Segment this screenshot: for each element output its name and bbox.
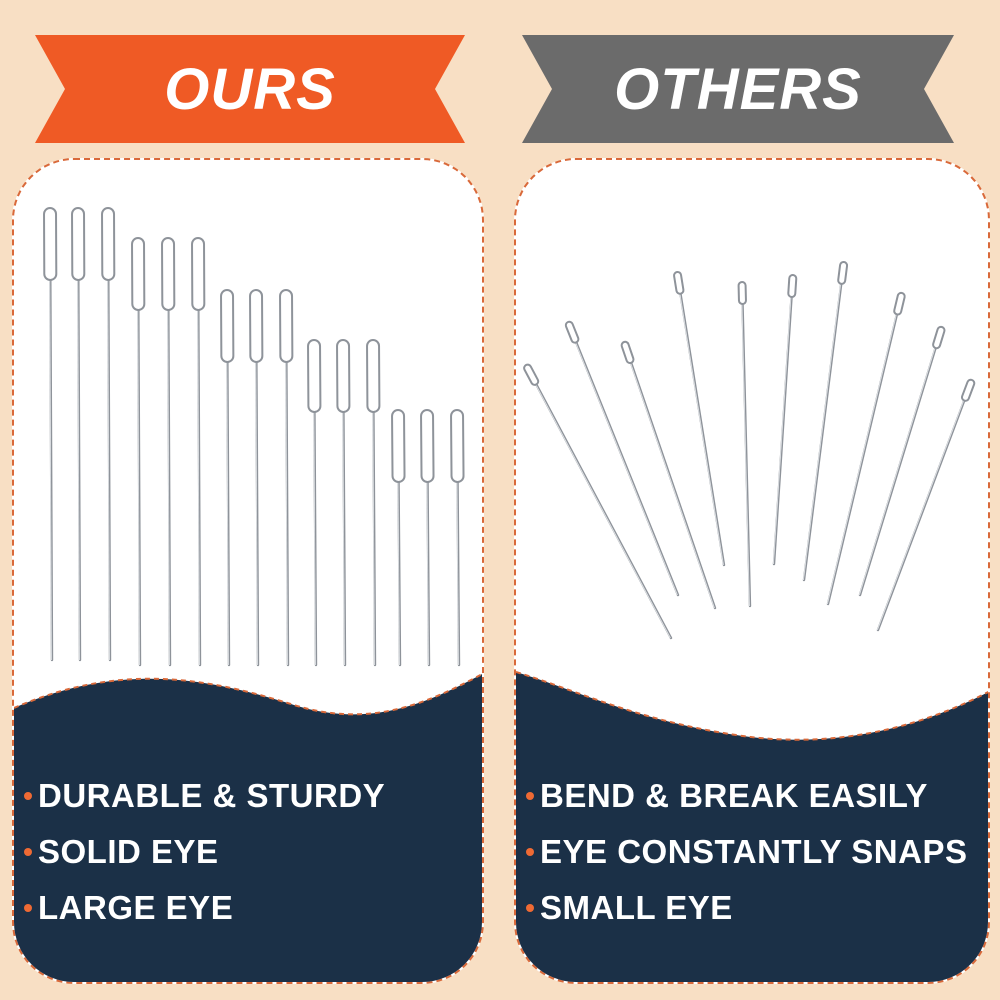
bullet-icon [24,904,32,912]
others-feature-text: EYE CONSTANTLY SNAPS [540,833,968,870]
ours-feature-item: DURABLE & STURDY [24,768,482,824]
others-feature-item: SMALL EYE [526,880,988,936]
needle-icon [43,206,58,662]
others-banner: OTHERS [522,35,954,143]
ours-feature-item: SOLID EYE [24,824,482,880]
needle-icon [737,280,752,608]
ours-banner: OURS [35,35,465,143]
others-card: BEND & BREAK EASILY EYE CONSTANTLY SNAPS… [514,158,990,984]
bullet-icon [24,792,32,800]
bullet-icon [526,904,534,912]
needle-icon [564,320,680,597]
ours-needles-image [14,206,482,982]
needle-icon [620,340,717,610]
ours-feature-item: LARGE EYE [24,880,482,936]
ours-title: OURS [164,56,336,122]
needle-icon [220,288,235,667]
ours-ribbon-icon [35,35,465,143]
needle-icon [191,236,206,667]
others-feature-item: BEND & BREAK EASILY [526,768,988,824]
needle-icon [366,338,381,667]
needle-icon [307,338,322,667]
others-feature-text: BEND & BREAK EASILY [540,777,928,814]
needle-icon [673,270,726,567]
needle-icon [336,338,351,667]
others-ribbon-icon [522,35,954,143]
needle-icon [391,408,406,667]
bullet-icon [526,848,534,856]
bullet-icon [526,792,534,800]
others-feature-text: SMALL EYE [540,889,733,926]
others-needles-image [516,260,988,982]
bullet-icon [24,848,32,856]
needle-icon [772,273,798,566]
ours-feature-list: DURABLE & STURDY SOLID EYE LARGE EYE [14,768,482,936]
needle-icon [858,325,946,597]
ours-feature-text: SOLID EYE [38,833,219,870]
ours-feature-text: LARGE EYE [38,889,234,926]
needle-icon [523,363,673,640]
needle-icon [161,236,176,667]
needle-icon [71,206,86,662]
needle-icon [101,206,116,662]
others-feature-list: BEND & BREAK EASILY EYE CONSTANTLY SNAPS… [516,768,988,936]
ours-feature-text: DURABLE & STURDY [38,777,386,814]
needle-icon [450,408,465,667]
needle-icon [802,260,849,582]
others-feature-item: EYE CONSTANTLY SNAPS [526,824,988,880]
needle-icon [279,288,294,667]
others-title: OTHERS [614,56,862,122]
needle-icon [826,291,906,606]
needle-icon [131,236,146,667]
needle-icon [876,378,976,632]
ours-card: DURABLE & STURDY SOLID EYE LARGE EYE [12,158,484,984]
needle-icon [420,408,435,667]
needle-icon [249,288,264,667]
